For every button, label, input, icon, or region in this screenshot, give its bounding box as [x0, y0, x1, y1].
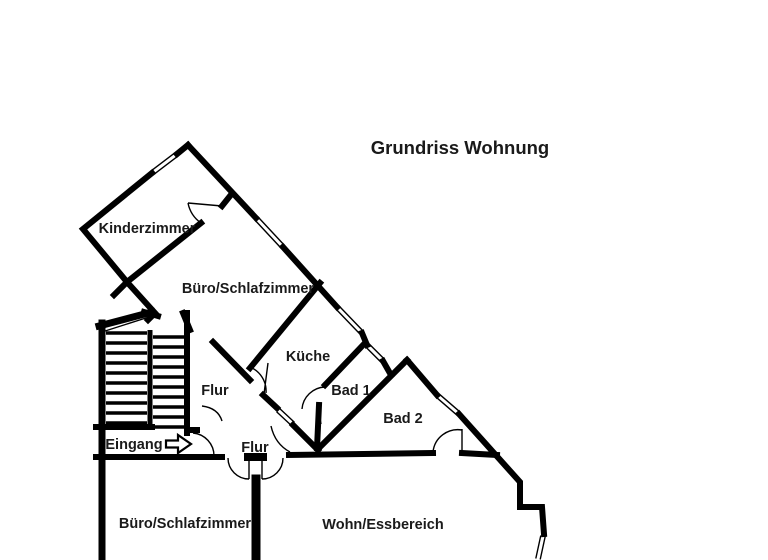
window-buero-top	[253, 216, 286, 249]
room-label-bad2: Bad 2	[383, 411, 423, 427]
wall-flur-boundary	[208, 337, 323, 455]
door-eingang	[192, 432, 215, 457]
wall-wing-outer-right	[183, 140, 396, 380]
doors	[187, 202, 463, 480]
stair-top-line	[101, 316, 150, 333]
room-label-flur-lower: Flur	[241, 440, 269, 456]
outer-walls	[94, 307, 261, 560]
window-flur-kueche	[276, 407, 295, 427]
door-buero-bottom	[227, 457, 250, 480]
window-kueche-outer	[334, 305, 365, 335]
door-kinderzimmer	[187, 202, 223, 224]
entrance-arrow-icon	[164, 432, 193, 456]
door-kueche-flur	[270, 425, 291, 453]
window-bottom-right	[535, 535, 546, 560]
wall-buero-kueche-divider	[245, 278, 325, 373]
wall-kinderzimmer-outer	[78, 140, 235, 325]
window-bad2-outer	[435, 392, 461, 417]
room-label-buero-schlafzimmer-bottom: Büro/Schlafzimmer	[119, 516, 251, 532]
door-stair-corner	[201, 405, 223, 422]
window-bad1-outer	[364, 342, 386, 364]
room-label-kueche: Küche	[286, 349, 330, 365]
door-bad2	[432, 428, 463, 453]
room-label-buero-schlafzimmer-top: Büro/Schlafzimmer	[182, 281, 314, 297]
room-label-wohn-essbereich: Wohn/Essbereich	[322, 517, 443, 533]
windows	[150, 151, 546, 560]
wall-bad1-bad2-divider	[313, 355, 412, 454]
door-buero-kueche	[249, 362, 269, 395]
window-kinderzimmer	[150, 151, 179, 176]
door-wohnbereich	[261, 457, 284, 480]
walls	[78, 140, 548, 538]
room-label-eingang: Eingang	[105, 437, 162, 453]
wall-bottom-horizontal	[93, 424, 501, 460]
door-bad1	[301, 386, 326, 425]
stair-steps-left	[106, 331, 147, 425]
stair-steps-right	[153, 335, 184, 429]
room-label-flur-upper: Flur	[201, 383, 229, 399]
wall-stair-top	[94, 307, 157, 331]
staircase	[101, 316, 184, 429]
room-label-bad1: Bad 1	[331, 383, 371, 399]
wall-bad2-outer	[402, 355, 548, 538]
room-label-kinderzimmer: Kinderzimmer	[99, 221, 196, 237]
page-title: Grundriss Wohnung	[371, 137, 549, 158]
